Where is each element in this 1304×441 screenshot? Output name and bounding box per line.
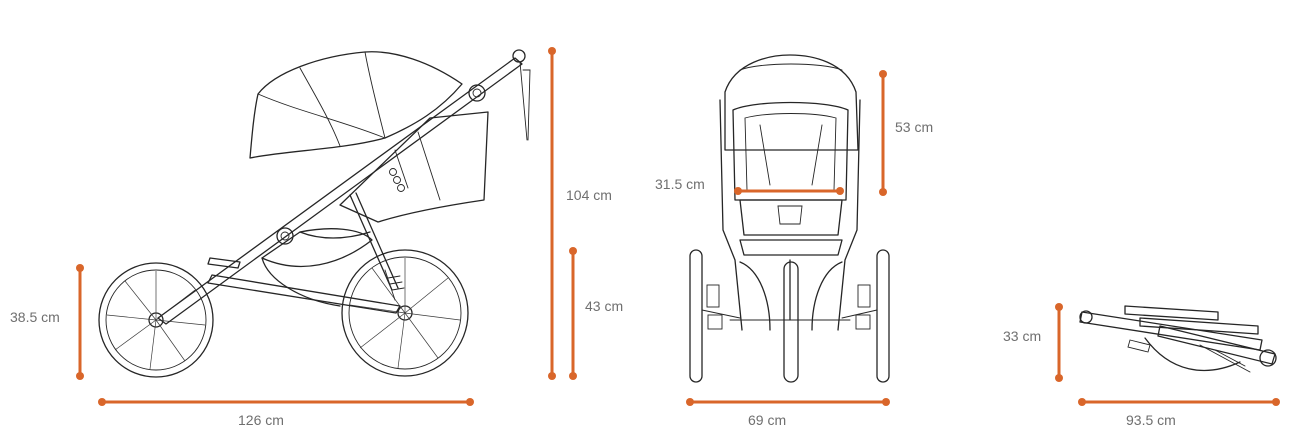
side-frame: [157, 49, 531, 325]
folded-height-label: 33 cm: [1003, 328, 1042, 344]
wheel-height-label: 38.5 cm: [10, 309, 60, 325]
side-length-label: 126 cm: [238, 412, 284, 428]
stroller-folded-view: [1079, 305, 1277, 373]
backrest-height-label: 53 cm: [895, 119, 934, 135]
stroller-front-view: [689, 54, 890, 383]
front-dimensions: [686, 70, 890, 406]
folded-length-label: 93.5 cm: [1126, 412, 1176, 428]
front-wheel: [341, 249, 469, 377]
folded-dimensions: [1055, 303, 1280, 406]
side-dimensions: [76, 47, 577, 406]
seat: [261, 111, 489, 307]
front-width-label: 69 cm: [748, 412, 787, 428]
seat-width-label: 31.5 cm: [655, 176, 705, 192]
side-height-label: 104 cm: [566, 187, 612, 203]
handle-height-label: 43 cm: [585, 298, 624, 314]
stroller-side-view: [98, 49, 531, 378]
canopy: [249, 51, 463, 159]
rear-wheel: [98, 262, 214, 378]
